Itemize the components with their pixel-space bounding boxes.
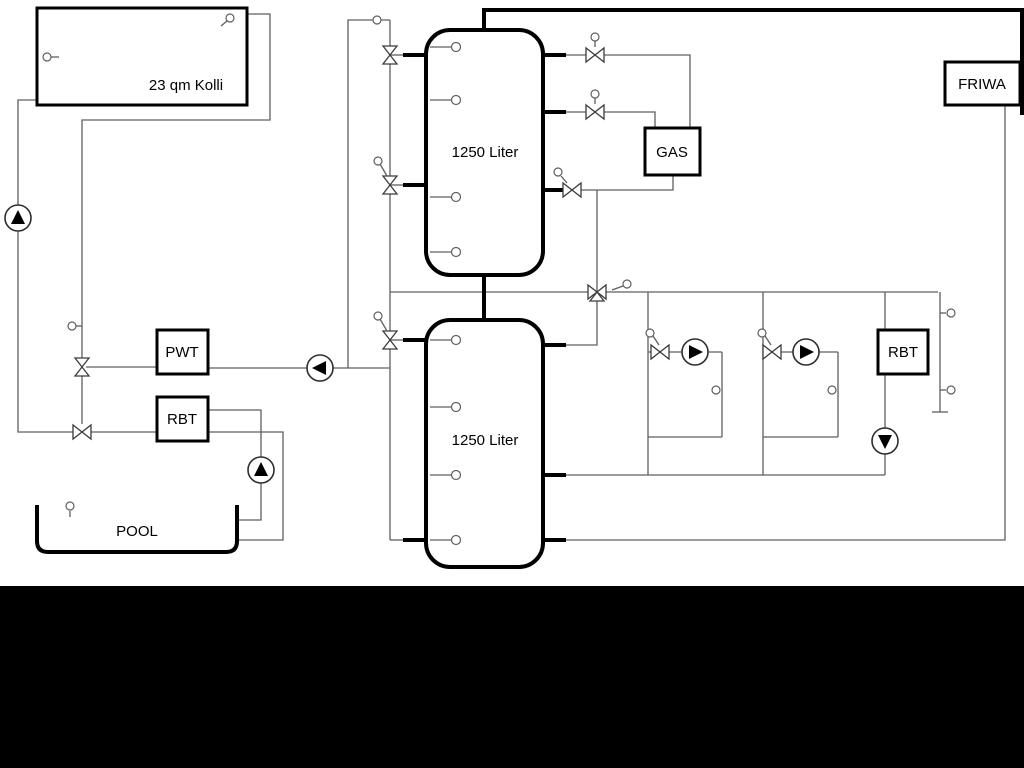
- sensor-hk2-return: [827, 385, 837, 395]
- solar-pump: [4, 204, 32, 232]
- friwa-module: FRIWA: [943, 60, 1022, 107]
- actuator-mixing-valve: [622, 279, 632, 289]
- valve-manifold-low: [381, 330, 399, 350]
- gas-boiler: GAS: [643, 126, 702, 177]
- pool-label: POOL: [116, 523, 158, 540]
- pumps: [4, 204, 899, 484]
- buffer-tank-upper: 1250 Liter: [424, 28, 545, 277]
- actuator-manifold-low: [373, 311, 383, 321]
- valve-gas-mid: [585, 103, 605, 121]
- piping-thin: [17, 13, 1006, 541]
- valve-heating-circuit-1: [650, 343, 670, 361]
- sensor-collector-top: [225, 13, 235, 23]
- sensor-tank2-1: [450, 334, 462, 346]
- sensor-tank1-3: [450, 191, 462, 203]
- actuator-gas-return: [553, 167, 563, 177]
- valve-solar-pwt: [73, 357, 91, 377]
- black-footer-bar: [0, 586, 1024, 768]
- tank-upper-label: 1250 Liter: [452, 144, 519, 161]
- rbt-left-heat-exchanger: RBT: [155, 395, 210, 443]
- sensor-solar-line: [67, 321, 77, 331]
- valve-manifold-mid: [381, 175, 399, 195]
- collector-label: 23 qm Kolli: [149, 77, 223, 94]
- rbt-right-pump: [871, 427, 899, 455]
- valve-manifold-top: [381, 45, 399, 65]
- pwt-heat-exchanger: PWT: [155, 328, 210, 376]
- actuator-hk1-valve: [645, 328, 655, 338]
- actuator-gas-top: [590, 32, 600, 42]
- actuator-manifold-mid: [373, 156, 383, 166]
- heating-circuit-1-pump: [681, 338, 709, 366]
- rbt-right-label: RBT: [888, 344, 918, 361]
- sensor-tank2-4: [450, 534, 462, 546]
- sensors: [42, 13, 956, 546]
- sensor-right-top: [946, 308, 956, 318]
- valve-solar-rbt: [72, 423, 92, 441]
- sensor-tank1-2: [450, 94, 462, 106]
- schematic-canvas: 23 qm Kolli 1250 Liter 1250 Liter PWT RB…: [4, 6, 1024, 569]
- friwa-label: FRIWA: [958, 76, 1006, 93]
- sensor-collector-left: [42, 52, 52, 62]
- sensor-tank2-2: [450, 401, 462, 413]
- gas-label: GAS: [656, 144, 688, 161]
- buffer-tank-lower: 1250 Liter: [424, 318, 545, 569]
- valve-gas-return: [562, 181, 582, 199]
- solar-collector: 23 qm Kolli: [35, 6, 249, 107]
- sensor-tank1-1: [450, 41, 462, 53]
- rbt-right-heat-exchanger: RBT: [876, 328, 930, 376]
- pool-basin: POOL: [35, 505, 239, 554]
- heating-circuit-2-pump: [792, 338, 820, 366]
- valve-gas-top: [585, 46, 605, 64]
- sensor-right-bottom: [946, 385, 956, 395]
- pwt-label: PWT: [165, 344, 198, 361]
- pool-pump: [247, 456, 275, 484]
- valve-mixing-3way: [587, 283, 607, 302]
- actuator-gas-mid: [590, 89, 600, 99]
- valve-heating-circuit-2: [762, 343, 782, 361]
- pwt-secondary-pump: [306, 354, 334, 382]
- piping-thick: [403, 8, 1024, 542]
- sensor-manifold-top: [372, 15, 382, 25]
- sensor-tank2-3: [450, 469, 462, 481]
- actuator-hk2-valve: [757, 328, 767, 338]
- valves: [72, 45, 782, 441]
- sensor-tank1-4: [450, 246, 462, 258]
- rbt-left-label: RBT: [167, 411, 197, 428]
- sensor-pool: [65, 501, 75, 511]
- tank-lower-label: 1250 Liter: [452, 432, 519, 449]
- sensor-hk1-return: [711, 385, 721, 395]
